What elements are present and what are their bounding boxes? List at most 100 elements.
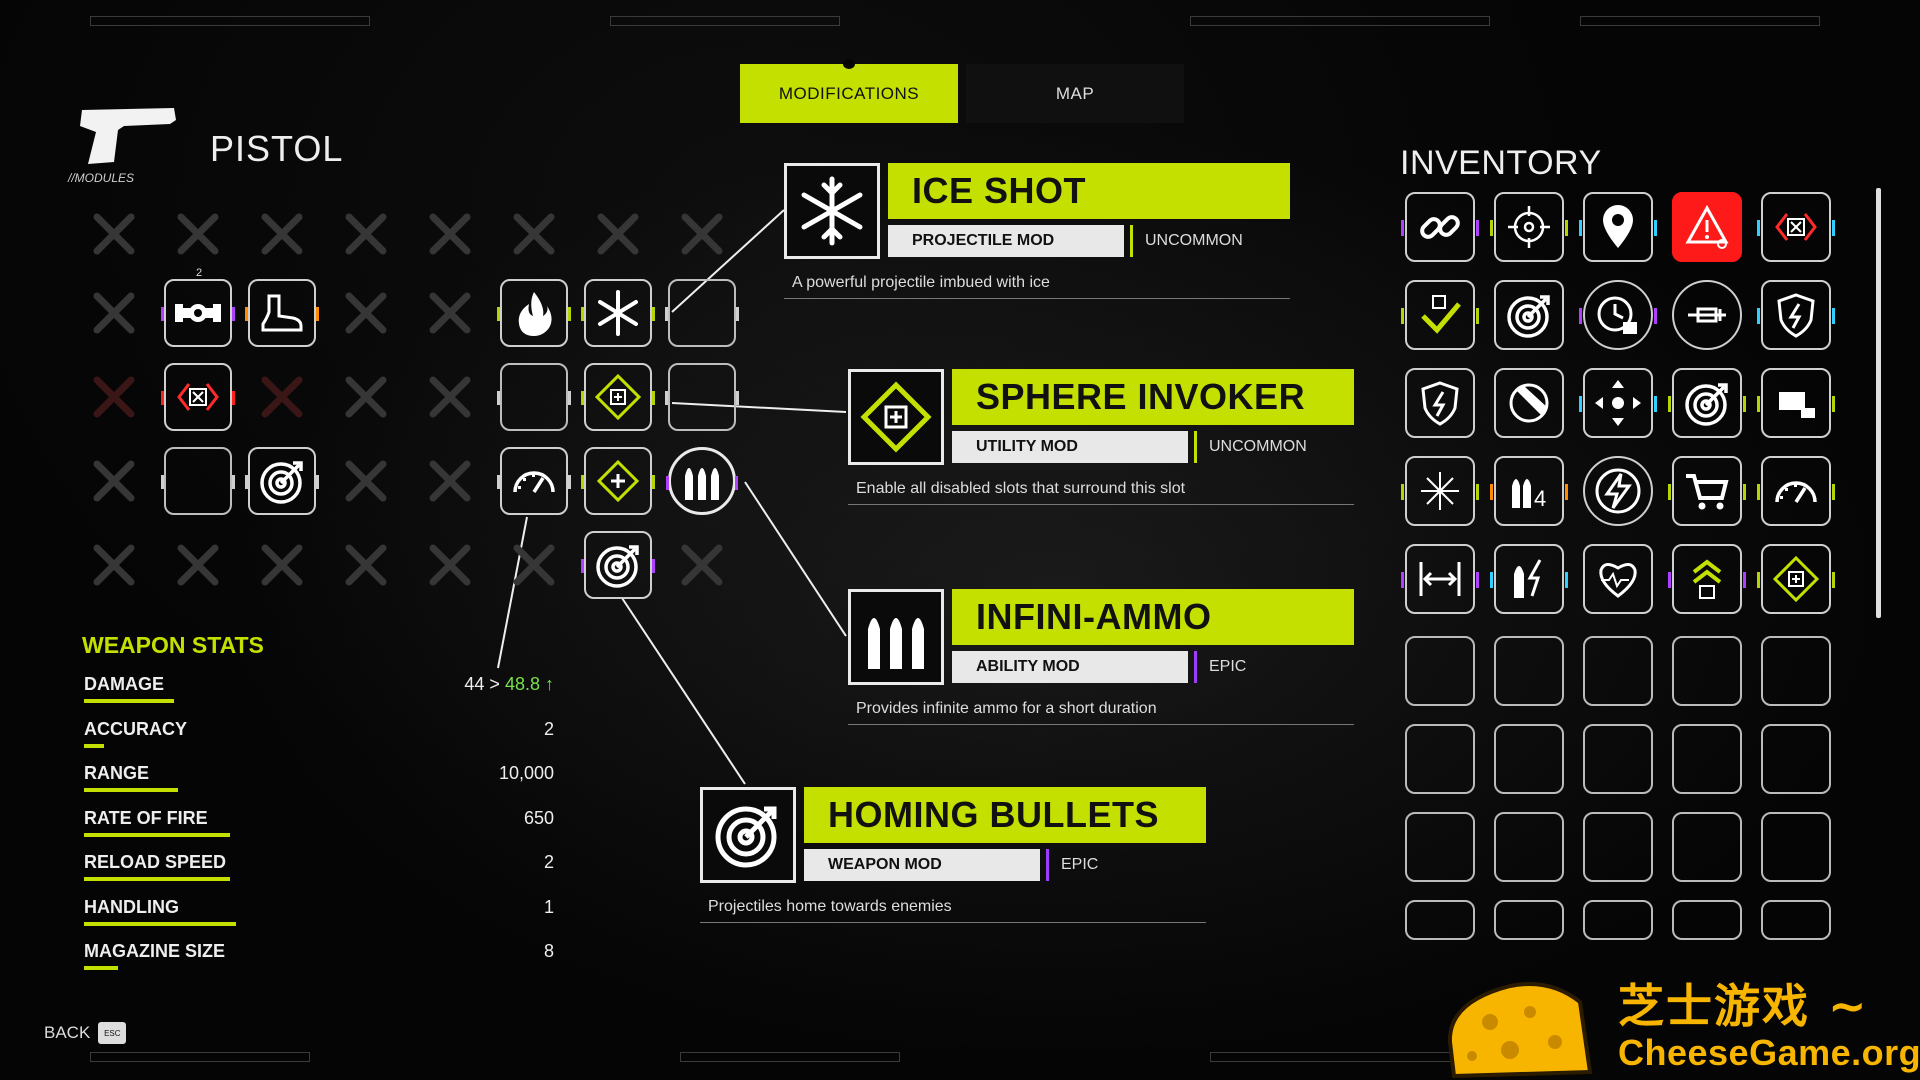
- locked-slot: [248, 363, 316, 431]
- inventory-empty-slot[interactable]: [1405, 900, 1475, 940]
- module-slot[interactable]: [497, 279, 571, 347]
- target-icon: [700, 787, 796, 883]
- inventory-empty-slot[interactable]: [1672, 900, 1742, 940]
- empty-slot[interactable]: [665, 279, 739, 347]
- module-slot[interactable]: [245, 279, 319, 347]
- stat-value: 1: [543, 896, 554, 917]
- mod-card-homing-bullets: HOMING BULLETS WEAPON MOD EPIC Projectil…: [700, 787, 1206, 923]
- module-slot[interactable]: [581, 279, 655, 347]
- empty-slot[interactable]: [161, 447, 235, 515]
- inventory-empty-slot[interactable]: [1583, 636, 1653, 706]
- inventory-empty-slot[interactable]: [1494, 900, 1564, 940]
- inventory-item[interactable]: [1757, 368, 1835, 438]
- inventory-empty-slot[interactable]: [1761, 900, 1831, 940]
- back-button[interactable]: BACK ESC: [44, 1022, 127, 1044]
- inventory-empty-slot[interactable]: [1672, 812, 1742, 882]
- module-slot[interactable]: [497, 447, 571, 515]
- inventory-empty-slot[interactable]: [1494, 724, 1564, 794]
- inventory-empty-slot[interactable]: [1583, 724, 1653, 794]
- inventory-item[interactable]: [1668, 544, 1746, 614]
- tab-map[interactable]: MAP: [966, 64, 1184, 123]
- stat-upgraded-value: 48.8 ↑: [504, 674, 554, 694]
- mod-rarity: EPIC: [1194, 651, 1246, 683]
- inventory-item[interactable]: [1757, 280, 1835, 350]
- module-slot[interactable]: 2: [161, 267, 235, 347]
- spark-icon: [1421, 472, 1459, 510]
- inventory-item[interactable]: 4: [1490, 456, 1568, 526]
- inventory-item[interactable]: [1401, 192, 1479, 262]
- inventory-empty-slot[interactable]: [1494, 812, 1564, 882]
- inventory-empty-slot[interactable]: [1761, 636, 1831, 706]
- mod-rarity: UNCOMMON: [1194, 431, 1307, 463]
- locked-slot: [584, 200, 652, 268]
- bullet-bolt-icon: [1514, 559, 1542, 598]
- module-slot[interactable]: [666, 447, 738, 515]
- bullets-4-icon: 4: [1512, 479, 1546, 511]
- chevrons-up-icon: [1692, 559, 1722, 599]
- inventory-item[interactable]: [1494, 368, 1564, 438]
- inventory-empty-slot[interactable]: [1405, 724, 1475, 794]
- shield-bolt-icon: [1777, 293, 1815, 338]
- inventory-item[interactable]: [1579, 192, 1657, 262]
- diamond-plus-icon: [596, 459, 640, 503]
- module-slot[interactable]: [581, 363, 655, 431]
- inventory-scrollbar[interactable]: [1876, 188, 1881, 618]
- empty-slot[interactable]: [497, 363, 571, 431]
- locked-slot: [248, 200, 316, 268]
- inventory-item[interactable]: [1757, 544, 1835, 614]
- mod-type: ABILITY MOD: [952, 651, 1188, 683]
- inventory-item[interactable]: [1672, 192, 1742, 262]
- x-icon: [177, 544, 219, 586]
- module-slot[interactable]: [581, 531, 655, 599]
- module-slot[interactable]: [581, 447, 655, 515]
- inventory-empty-slot[interactable]: [1405, 636, 1475, 706]
- inventory-item[interactable]: [1668, 368, 1746, 438]
- stat-bar: [84, 832, 230, 837]
- watermark-en: CheeseGame.org: [1618, 1032, 1920, 1073]
- locked-slot: [332, 531, 400, 599]
- inventory-item[interactable]: [1579, 280, 1657, 350]
- inventory-item[interactable]: [1583, 544, 1653, 614]
- inventory-empty-slot[interactable]: [1761, 812, 1831, 882]
- tab-modifications[interactable]: MODIFICATIONS: [740, 59, 958, 123]
- module-slot[interactable]: [245, 447, 319, 515]
- inventory-item[interactable]: [1401, 544, 1479, 614]
- x-icon: [429, 460, 471, 502]
- empty-slot[interactable]: [665, 363, 739, 431]
- frame-segment: [610, 16, 840, 26]
- inventory-empty-slot[interactable]: [1583, 812, 1653, 882]
- crosshair-icon: [1508, 206, 1550, 248]
- frame-segment: [90, 16, 370, 26]
- inventory-item[interactable]: [1405, 368, 1475, 438]
- inventory-item[interactable]: [1668, 456, 1746, 526]
- locked-slot: [164, 200, 232, 268]
- inventory-empty-slot[interactable]: [1405, 812, 1475, 882]
- target-icon: [260, 461, 303, 504]
- target-icon: [596, 545, 639, 588]
- inventory-item[interactable]: [1401, 456, 1479, 526]
- inventory-item[interactable]: [1490, 544, 1568, 614]
- locked-slot: [668, 200, 736, 268]
- inventory-item[interactable]: [1579, 368, 1657, 438]
- x-icon: [513, 544, 555, 586]
- inventory-item[interactable]: [1583, 456, 1653, 526]
- crossed-diamond-icon: [1775, 213, 1817, 241]
- inventory-item[interactable]: [1401, 280, 1479, 350]
- mod-title: INFINI-AMMO: [952, 589, 1354, 645]
- inventory-empty-slot[interactable]: [1494, 636, 1564, 706]
- inventory-empty-slot[interactable]: [1761, 724, 1831, 794]
- locked-slot: [332, 279, 400, 347]
- stat-bar: [84, 966, 118, 970]
- inventory-item[interactable]: [1494, 280, 1564, 350]
- module-slot[interactable]: [161, 363, 235, 431]
- inventory-item[interactable]: [1757, 456, 1835, 526]
- mod-description: Enable all disabled slots that surround …: [848, 473, 1354, 505]
- mod-description: Projectiles home towards enemies: [700, 891, 1206, 923]
- inventory-empty-slot[interactable]: [1672, 636, 1742, 706]
- inventory-empty-slot[interactable]: [1672, 724, 1742, 794]
- inventory-item[interactable]: [1757, 192, 1835, 262]
- stat-value: 44 > 48.8 ↑: [464, 674, 554, 694]
- inventory-item[interactable]: [1672, 280, 1742, 350]
- inventory-item[interactable]: [1490, 192, 1568, 262]
- inventory-empty-slot[interactable]: [1583, 900, 1653, 940]
